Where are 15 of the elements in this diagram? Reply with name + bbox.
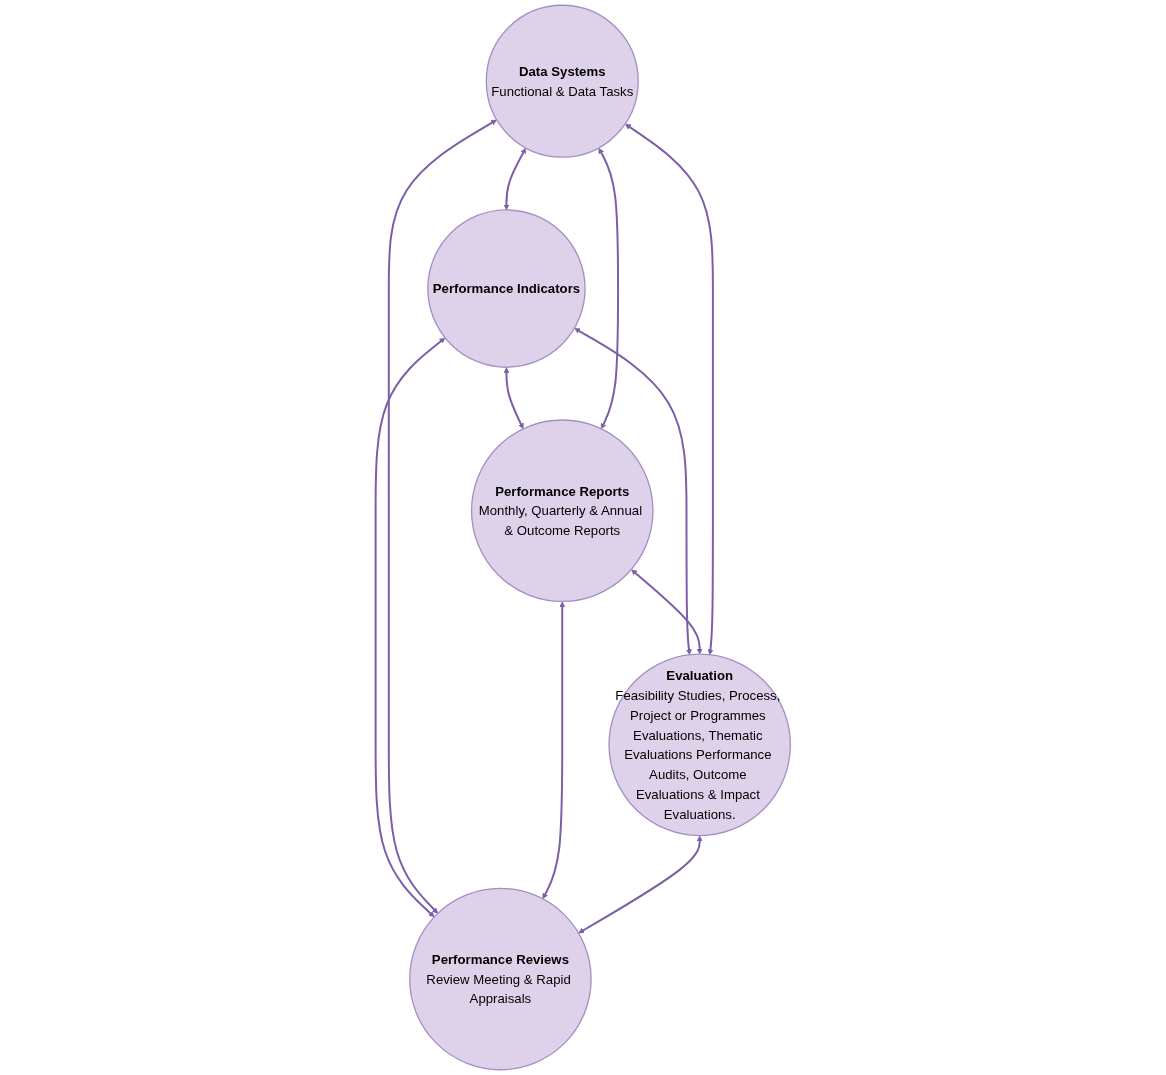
arrow bbox=[598, 147, 620, 430]
arrow bbox=[578, 835, 703, 934]
node-circle: Data Systems Functional & Data Tasks bbox=[485, 4, 639, 158]
arrow bbox=[503, 147, 527, 211]
arrow bbox=[503, 367, 524, 430]
arrow bbox=[542, 601, 566, 900]
node-circle: Performance Reviews Review Meeting & Rapid Appraisals bbox=[409, 887, 592, 1071]
arrow bbox=[625, 123, 714, 655]
arrow bbox=[631, 569, 703, 655]
arrow bbox=[574, 328, 692, 655]
node-circle: Performance Indicators bbox=[427, 209, 586, 368]
arrow bbox=[374, 337, 446, 918]
arrow bbox=[387, 119, 497, 914]
node-circle: Performance Reports Monthly, Quarterly & Annual & Outcome Reports bbox=[470, 419, 654, 603]
node-circle: Evaluation Feasibility Studies, Process, Project or Programmes Evaluations, Thematic Evaluations Performance Audits, Outcome Evaluations & Impact Evaluations. bbox=[608, 653, 792, 837]
